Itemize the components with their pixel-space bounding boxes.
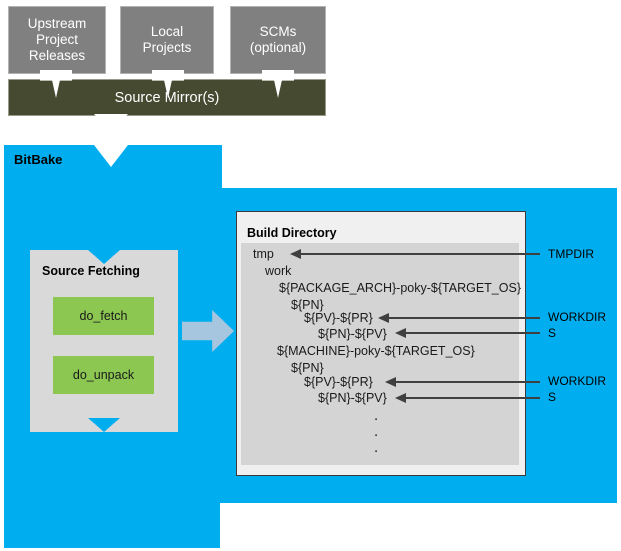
source-box-local-projects: Local Projects (120, 6, 214, 74)
label-s-1: S (548, 326, 557, 340)
source-fetching-box (30, 250, 178, 432)
tree-ellipsis-dot: . (374, 423, 379, 440)
pointer-head-tmpdir (290, 249, 301, 259)
label-workdir-2: WORKDIR (548, 374, 606, 388)
pointer-line-s-1 (403, 332, 540, 334)
tree-item-pn-2: ${PN} (291, 361, 324, 375)
pointer-head-s-2 (395, 393, 406, 403)
tree-item-pv-pr-2: ${PV}-${PR} (304, 375, 373, 389)
source-fetching-title: Source Fetching (42, 264, 140, 278)
source-line: SCMs (259, 24, 297, 39)
source-line: Projects (142, 40, 192, 55)
build-directory-title: Build Directory (247, 226, 337, 240)
tree-item-pn-pv-2: ${PN}-${PV} (318, 391, 387, 405)
tree-item-pv-pr-1: ${PV}-${PR} (304, 311, 373, 325)
bitbake-region-lower-left (4, 500, 220, 548)
tree-item-package-arch: ${PACKAGE_ARCH}-poky-${TARGET_OS} (279, 281, 521, 295)
label-s-2: S (548, 390, 557, 404)
source-box-scms: SCMs (optional) (230, 6, 326, 74)
arrow-mirror-to-bitbake (94, 114, 128, 132)
tree-ellipsis-dot: . (374, 439, 379, 456)
task-do-fetch-label: do_fetch (79, 309, 128, 323)
task-do-fetch[interactable]: do_fetch (53, 297, 154, 335)
tree-item-pn-1: ${PN} (291, 298, 324, 312)
pointer-line-workdir-1 (386, 317, 540, 319)
source-line: Upstream (27, 16, 87, 31)
source-line: Local (150, 24, 184, 39)
source-mirror-label: Source Mirror(s) (114, 89, 220, 106)
tree-ellipsis-dot: . (374, 407, 379, 424)
task-do-unpack[interactable]: do_unpack (53, 356, 154, 394)
label-workdir-1: WORKDIR (548, 310, 606, 324)
pointer-line-workdir-2 (393, 381, 540, 383)
source-line: (optional) (249, 40, 307, 55)
label-tmpdir: TMPDIR (548, 247, 594, 261)
pointer-head-workdir-2 (385, 377, 396, 387)
build-directory-tree-panel (241, 243, 519, 465)
tree-item-tmp: tmp (253, 247, 274, 261)
source-box-upstream: Upstream Project Releases (8, 6, 106, 74)
source-line: Releases (28, 48, 86, 63)
task-do-unpack-label: do_unpack (72, 368, 135, 382)
tree-item-pn-pv-1: ${PN}-${PV} (318, 327, 387, 341)
source-line: Project (35, 32, 78, 47)
pointer-line-s-2 (403, 397, 540, 399)
pointer-head-workdir-1 (378, 313, 389, 323)
pointer-head-s-1 (395, 328, 406, 338)
pointer-line-tmpdir (298, 253, 540, 255)
tree-item-machine: ${MACHINE}-poky-${TARGET_OS} (277, 344, 475, 358)
bitbake-label: BitBake (14, 152, 63, 167)
tree-item-work: work (265, 264, 292, 278)
